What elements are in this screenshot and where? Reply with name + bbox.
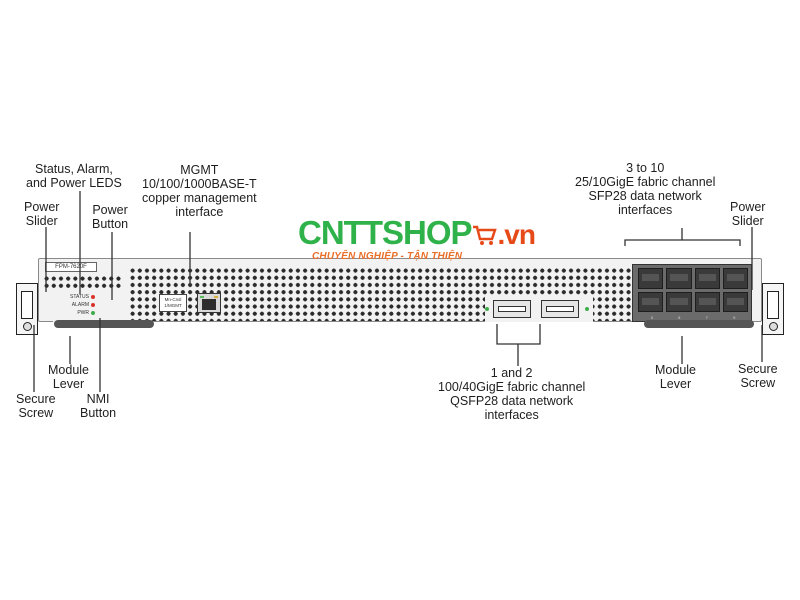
right-power-slider-icon [767,291,779,319]
sfp-port-grid [638,268,748,312]
qsfp1-led-icon [485,307,489,311]
qsfp-slot-icon [498,306,526,312]
rj45-link-led-icon [200,296,204,298]
watermark-tld: .vn [497,219,536,250]
module-chassis: FPM-7620F STATUS ALARM PWR Mn-Cnsl 1/MGM… [14,251,786,339]
status-leds-label: Status, Alarm, and Power LEDS [26,162,122,190]
left-latch[interactable] [16,283,38,335]
led-alarm-text: ALARM [71,302,89,308]
sfp-number: 5 [678,315,681,320]
sfp-number: 9 [733,315,736,320]
sfp-number: 3 [650,315,653,320]
right-secure-screw-icon [769,322,778,331]
qsfp-ports-label: 1 and 2 100/40GigE fabric channel QSFP28… [438,366,586,422]
left-power-slider-icon [21,291,33,319]
sfp-port-cage: 3 5 7 9 [632,264,752,322]
qsfp2-led-icon [585,307,589,311]
qsfp-port-1[interactable] [493,300,531,318]
mgmt-label-tag: Mn-Cnsl 1/MGMT [159,294,187,312]
sfp-number: 7 [705,315,708,320]
sfp-port[interactable] [666,291,692,312]
mgmt-interface-label: MGMT 10/100/1000BASE-T copper management… [142,163,257,219]
led-status-text: STATUS [70,294,89,300]
led-panel: STATUS ALARM PWR [53,293,97,323]
qsfp-port-area [485,296,593,322]
nmi-button-label: NMI Button [80,392,117,420]
watermark-brand: CNTTSHOP [298,214,472,251]
module-lever-right-label: Module Lever [655,363,696,391]
faceplate: FPM-7620F STATUS ALARM PWR Mn-Cnsl 1/MGM… [38,258,762,323]
sfp-port[interactable] [694,291,720,312]
sfp-port[interactable] [722,291,748,312]
sfp-port[interactable] [694,268,720,289]
power-slider-right-label: Power Slider [730,200,766,228]
left-secure-screw-icon [23,322,32,331]
right-module-lever[interactable] [644,320,754,328]
model-tag: FPM-7620F [45,262,97,272]
watermark-tagline: CHUYÊN NGHIỆP - TẬN THIỆN [312,251,463,262]
status-led-icon [91,295,95,299]
sfp-port[interactable] [722,268,748,289]
right-latch[interactable] [762,283,784,335]
power-slider-left-label: Power Slider [24,200,60,228]
sfp-port[interactable] [638,268,664,289]
power-button-label: Power Button [92,203,129,231]
led-power-text: PWR [77,310,89,316]
rj45-activity-led-icon [214,296,218,298]
sfp-port-numbers: 3 5 7 9 [638,315,748,320]
vent-left [43,275,123,289]
left-module-lever[interactable] [54,320,154,328]
secure-screw-right-label: Secure Screw [738,362,778,390]
alarm-led-icon [91,303,95,307]
power-led-icon [91,311,95,315]
watermark-logo: CNTTSHOP .vn [298,214,536,252]
mgmt-rj45-port[interactable] [197,293,221,313]
rj45-jack-icon [202,299,216,310]
cart-icon [472,218,498,245]
qsfp-port-2[interactable] [541,300,579,318]
secure-screw-left-label: Secure Screw [16,392,56,420]
sfp-ports-label: 3 to 10 25/10GigE fabric channel SFP28 d… [575,161,716,217]
module-lever-left-label: Module Lever [48,363,89,391]
qsfp-slot-icon [546,306,574,312]
sfp-port[interactable] [666,268,692,289]
sfp-port[interactable] [638,291,664,312]
